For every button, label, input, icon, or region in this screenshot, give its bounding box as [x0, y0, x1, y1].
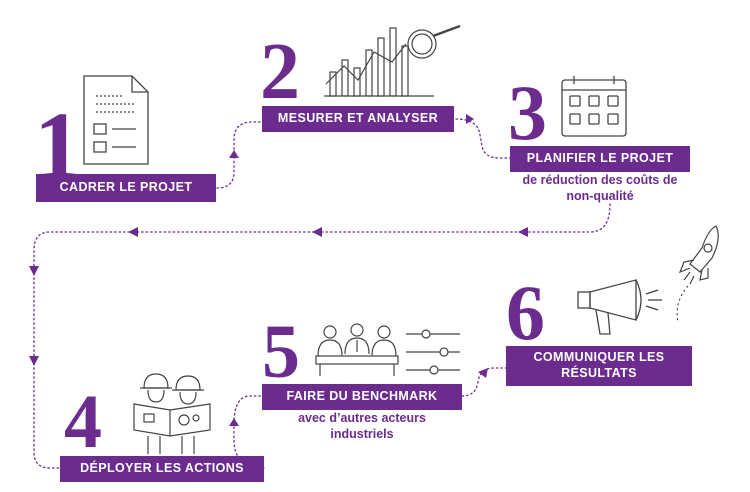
arrowhead-down-b — [29, 356, 39, 366]
megaphone-icon — [577, 279, 662, 335]
arrowhead-right-2 — [466, 114, 474, 124]
rocket-icon — [676, 225, 719, 323]
connector-3-4-horizontal — [33, 203, 611, 469]
step-4-number: 4 — [64, 380, 102, 464]
meeting-icon — [315, 323, 399, 376]
step-6-label: COMMUNIQUER LES RÉSULTATS — [506, 346, 692, 386]
connector-1-2 — [216, 121, 263, 189]
arrowhead-left-c — [128, 227, 138, 237]
step-5-number: 5 — [262, 310, 300, 394]
step-5-subtitle: avec d’autres acteurs industriels — [298, 411, 426, 442]
step-5-label: FAIRE DU BENCHMARK — [262, 384, 462, 410]
step-3-number: 3 — [508, 69, 547, 156]
workers-blueprint-icon — [133, 373, 211, 454]
step-4-label: DÉPLOYER LES ACTIONS — [60, 456, 264, 482]
arrowhead-right-5 — [478, 368, 488, 378]
arrowhead-left-b — [312, 227, 322, 237]
step-6-number: 6 — [506, 269, 545, 356]
arrowhead-down-a — [29, 266, 39, 276]
step-2-number: 2 — [260, 28, 300, 116]
step-3-subtitle: de réduction des coûts de non-qualité — [522, 173, 678, 204]
step-3-label: PLANIFIER LE PROJET — [510, 146, 690, 172]
step-2-label: MESURER ET ANALYSER — [262, 106, 454, 132]
arrowhead-up-4 — [229, 418, 239, 426]
arrowhead-up-1 — [229, 150, 239, 158]
chart-magnifier-icon — [324, 24, 461, 97]
sliders-icon — [406, 329, 460, 375]
document-icon — [83, 75, 149, 165]
arrowhead-left-a — [518, 227, 528, 237]
calendar-icon — [561, 76, 627, 137]
step-1-label: CADRER LE PROJET — [36, 174, 216, 202]
connector-5-6 — [461, 367, 507, 397]
connector-2-3 — [455, 118, 511, 159]
